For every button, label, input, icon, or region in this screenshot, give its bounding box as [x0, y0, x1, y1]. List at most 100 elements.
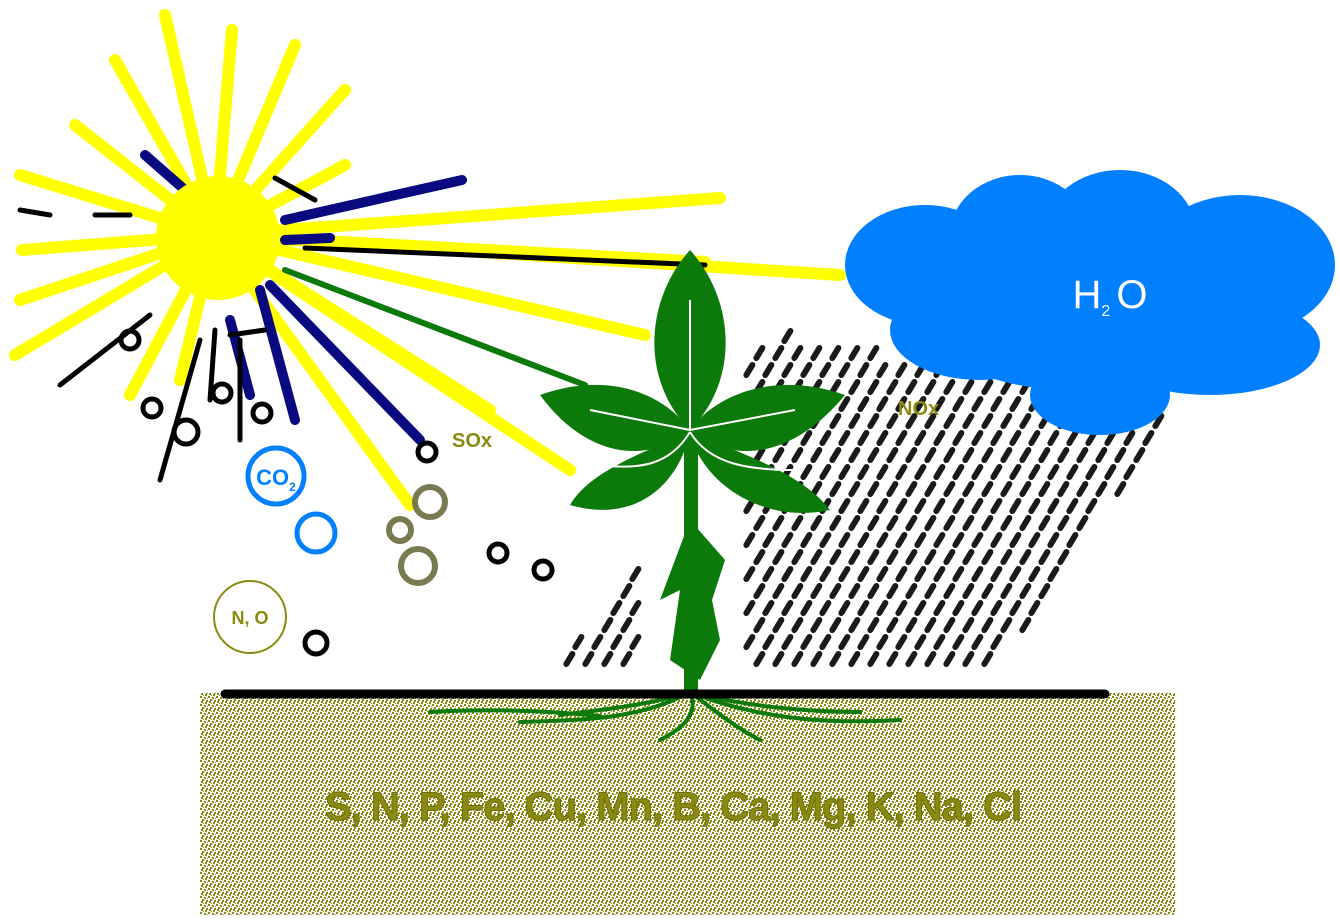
rain-drop	[1000, 481, 1013, 497]
rain-drop	[962, 481, 975, 497]
rain-drop	[800, 464, 813, 480]
rain-drop	[952, 464, 965, 480]
rain-drop	[819, 362, 832, 378]
rain-drop	[933, 430, 946, 446]
rain-drop	[829, 413, 842, 429]
rain-drop	[772, 583, 785, 599]
rain-drop	[886, 549, 899, 565]
rain-drop	[829, 481, 842, 497]
sox-label: SOx	[452, 430, 492, 452]
rain-drop	[914, 430, 927, 446]
rain-drop	[1104, 464, 1117, 480]
rain-drop	[838, 532, 851, 548]
rain-drop	[971, 430, 984, 446]
rain-drop	[1123, 430, 1136, 446]
rain-drop	[933, 566, 946, 582]
rain-drop	[857, 532, 870, 548]
rain-drop	[810, 345, 823, 361]
rain-drop	[867, 515, 880, 531]
h2o-h: H	[1073, 273, 1102, 317]
rain-drop	[848, 549, 861, 565]
rain-drop	[772, 345, 785, 361]
rain-drop	[990, 396, 1003, 412]
rain-drop	[762, 634, 775, 650]
rain-drop	[848, 413, 861, 429]
rain-drop	[1047, 532, 1060, 548]
rain-drop	[981, 651, 994, 667]
rain-drop	[1000, 617, 1013, 633]
rain-drop	[1038, 481, 1051, 497]
rain-drop	[943, 413, 956, 429]
rain-drop	[829, 379, 842, 395]
rain-drop	[829, 447, 842, 463]
rain-drop	[905, 549, 918, 565]
rain-drop	[1038, 447, 1051, 463]
rain-drop	[1133, 447, 1146, 463]
rain-drop	[610, 600, 623, 616]
rain-drop	[810, 481, 823, 497]
rain-drop	[1028, 600, 1041, 616]
rain-drop	[610, 634, 623, 650]
rain-drop	[743, 532, 756, 548]
rain-drop	[1000, 379, 1013, 395]
rain-drop	[952, 634, 965, 650]
rain-drop	[971, 566, 984, 582]
rain-drop	[762, 600, 775, 616]
rain-drop	[800, 634, 813, 650]
rain-drop	[1114, 447, 1127, 463]
rain-drop	[1095, 481, 1108, 497]
rain-drop	[943, 651, 956, 667]
rain-drop	[1152, 413, 1165, 429]
rain-drop	[743, 498, 756, 514]
rain-drop	[943, 617, 956, 633]
rain-drop	[895, 566, 908, 582]
rain-drop	[933, 464, 946, 480]
rain-drop	[772, 617, 785, 633]
rain-drop	[848, 379, 861, 395]
rain-drop	[810, 583, 823, 599]
rain-drop	[886, 413, 899, 429]
rain-drop	[800, 566, 813, 582]
rain-drop	[1066, 498, 1079, 514]
rain-drop	[848, 617, 861, 633]
rain-drop	[1076, 515, 1089, 531]
rain-drop	[933, 600, 946, 616]
rain-drop	[905, 447, 918, 463]
rain-drop	[1047, 430, 1060, 446]
rain-drop	[781, 566, 794, 582]
rain-drop	[1142, 430, 1155, 446]
rain-drop	[829, 345, 842, 361]
rain-drop	[743, 362, 756, 378]
rain-drop	[857, 362, 870, 378]
rain-drop	[886, 379, 899, 395]
rain-drop	[867, 617, 880, 633]
rain-drop	[867, 345, 880, 361]
rain-drop	[990, 532, 1003, 548]
rain-drop	[1047, 498, 1060, 514]
rain-drop	[1019, 413, 1032, 429]
rain-drop	[962, 379, 975, 395]
rain-drop	[981, 413, 994, 429]
rain-drop	[971, 532, 984, 548]
rain-drop	[876, 600, 889, 616]
rain-drop	[857, 498, 870, 514]
rain-drop	[895, 634, 908, 650]
rain-drop	[895, 600, 908, 616]
plant-icon	[540, 250, 845, 692]
rain-drop	[753, 549, 766, 565]
rain-drop	[1085, 464, 1098, 480]
sox-molecules	[386, 484, 448, 586]
rain-drop	[810, 617, 823, 633]
rain-drop	[829, 549, 842, 565]
rain-drop	[620, 617, 633, 633]
rain-drop	[1019, 447, 1032, 463]
rain-drop	[800, 532, 813, 548]
rain-drop	[800, 362, 813, 378]
rain-drop	[800, 600, 813, 616]
rain-drop	[629, 634, 642, 650]
rain-drop	[762, 566, 775, 582]
rain-drop	[1057, 549, 1070, 565]
rain-drop	[791, 583, 804, 599]
rain-drop	[753, 651, 766, 667]
